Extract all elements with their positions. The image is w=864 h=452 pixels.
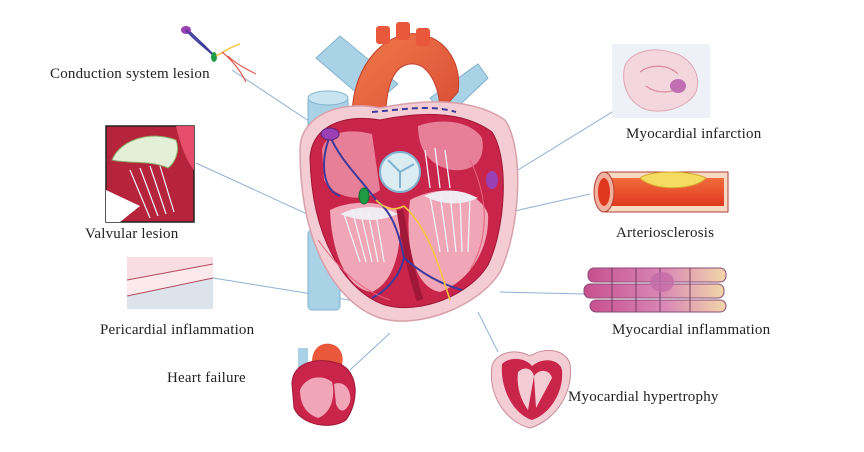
valve-closeup-icon bbox=[105, 125, 195, 223]
artery-plaque-icon bbox=[593, 171, 729, 213]
leader-heart-failure bbox=[349, 332, 391, 371]
pericardium-layer-icon bbox=[126, 257, 214, 309]
label-pericardial-inflammation: Pericardial inflammation bbox=[100, 322, 255, 338]
small-heart-icon bbox=[291, 343, 356, 426]
hypertrophy-heart-icon bbox=[490, 349, 572, 429]
conduction-fiber-icon bbox=[181, 26, 257, 83]
infarct-heart-icon bbox=[612, 44, 710, 118]
leader-hypertrophy bbox=[477, 311, 499, 353]
leader-arteriosclerosis bbox=[509, 193, 591, 213]
leader-inflammation bbox=[499, 291, 586, 295]
heart-anatomy-illustration bbox=[299, 22, 519, 322]
label-heart-failure: Heart failure bbox=[167, 370, 246, 386]
label-myocardial-inflammation: Myocardial inflammation bbox=[612, 322, 771, 338]
label-myocardial-hypertrophy: Myocardial hypertrophy bbox=[568, 389, 719, 405]
label-arteriosclerosis: Arteriosclerosis bbox=[616, 225, 715, 241]
label-conduction-system-lesion: Conduction system lesion bbox=[50, 66, 210, 82]
label-myocardial-infarction: Myocardial infarction bbox=[626, 126, 762, 142]
muscle-fiber-icon bbox=[583, 267, 727, 313]
label-valvular-lesion: Valvular lesion bbox=[85, 226, 179, 242]
